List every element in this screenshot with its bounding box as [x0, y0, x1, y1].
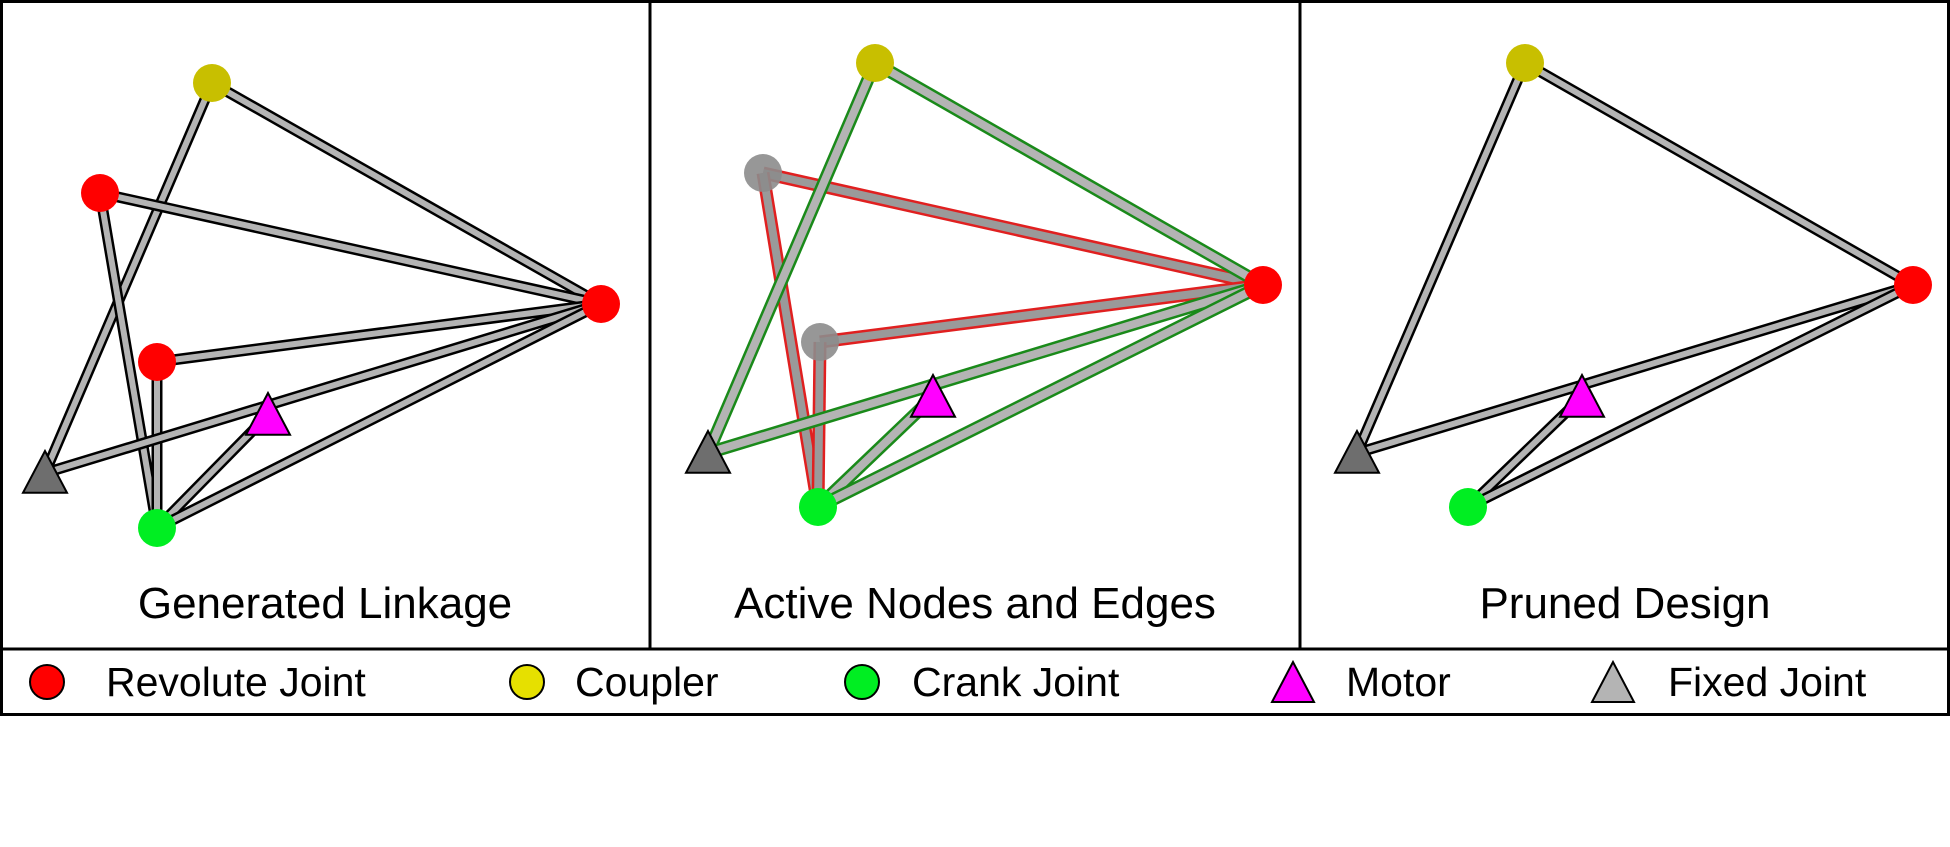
legend-label-revolute: Revolute Joint: [106, 659, 366, 705]
panel-title-pruned: Pruned Design: [1479, 579, 1770, 628]
link-r3-r2-fill: [819, 281, 1264, 346]
link-fixed-r2-fill: [706, 281, 1265, 457]
link-r3-r2: [819, 278, 1264, 349]
panel-pruned-nodes: [1333, 44, 1932, 526]
link-r1-crank-fill: [97, 192, 160, 529]
link-fixed-r2-fill: [1356, 282, 1914, 456]
figure-frame: [0, 0, 1950, 716]
revolute-joint-r2-icon: [582, 285, 620, 323]
link-r3-r2-fill: [156, 301, 602, 365]
panel-pruned-design: Pruned Design: [1333, 44, 1932, 628]
legend-item-motor: Motor: [1270, 659, 1451, 705]
legend-label-fixed: Fixed Joint: [1668, 659, 1867, 705]
panel-generated-linkage: Generated Linkage: [21, 64, 620, 628]
coupler-joint-coupler-icon: [193, 64, 231, 102]
panel-generated-nodes: [21, 64, 620, 547]
revolute-joint-r2-icon: [1244, 266, 1282, 304]
link-coupler-r2-fill: [873, 59, 1265, 289]
link-coupler-r2-fill: [1523, 60, 1915, 288]
revolute-joint-r3-icon: [138, 343, 176, 381]
link-r1-crank: [94, 192, 163, 529]
link-fixed-r2: [706, 278, 1265, 460]
panels-border: [0, 0, 1950, 716]
revolute-joint-r2-icon: [1894, 266, 1932, 304]
legend-label-coupler: Coupler: [575, 659, 719, 705]
link-coupler-fixed-fill: [1354, 61, 1528, 455]
link-coupler-fixed: [1351, 60, 1531, 456]
link-crank-r2-fill: [1466, 282, 1915, 510]
crank-joint-crank-icon: [799, 488, 837, 526]
link-coupler-fixed: [702, 60, 881, 456]
inactive-joint-r1-icon: [744, 154, 782, 192]
link-coupler-r2: [871, 57, 1267, 291]
motor-joint-motor-icon: [909, 372, 957, 418]
panel-title-active: Active Nodes and Edges: [734, 579, 1216, 628]
panel-title-generated: Generated Linkage: [138, 579, 512, 628]
legend-fixed-icon: [1590, 659, 1636, 703]
link-crank-r2-fill: [816, 281, 1265, 511]
panel-pruned-edges: [1351, 58, 1916, 512]
legend-label-motor: Motor: [1346, 659, 1451, 705]
legend-label-crank: Crank Joint: [912, 659, 1120, 705]
legend-item-crank: Crank Joint: [844, 659, 1120, 705]
fixed-joint-fixed-icon: [1333, 428, 1381, 474]
panel-generated-edges: [39, 78, 604, 533]
link-r1-r2-fill: [762, 169, 1264, 289]
motor-joint-motor-icon: [244, 390, 292, 436]
link-coupler-fixed-fill: [42, 81, 215, 475]
link-fixed-r2: [43, 298, 603, 479]
link-crank-r2: [815, 279, 1266, 513]
crank-joint-crank-icon: [1449, 488, 1487, 526]
link-fixed-r2-fill: [44, 301, 602, 476]
link-r1-r2: [98, 187, 603, 310]
link-fixed-r2: [1355, 279, 1915, 459]
link-r3-r2: [156, 298, 602, 368]
link-coupler-fixed: [39, 80, 218, 476]
motor-joint-motor-icon: [1558, 372, 1606, 418]
link-coupler-r2: [1522, 58, 1916, 290]
legend-item-revolute: Revolute Joint: [29, 659, 366, 705]
link-crank-r2: [1465, 280, 1916, 512]
link-coupler-fixed-fill: [704, 61, 879, 455]
legend: Revolute Joint Coupler Crank Joint Motor…: [29, 659, 1867, 705]
legend-revolute-icon: [29, 664, 65, 700]
fixed-joint-fixed-icon: [21, 448, 69, 494]
legend-motor-icon: [1270, 659, 1316, 703]
legend-item-fixed: Fixed Joint: [1590, 659, 1867, 705]
legend-crank-icon: [844, 664, 880, 700]
link-r1-r2: [761, 166, 1265, 292]
coupler-joint-coupler-icon: [1506, 44, 1544, 82]
panel-active-nodes-edges: Active Nodes and Edges: [684, 44, 1282, 628]
inactive-joint-r3-icon: [801, 323, 839, 361]
revolute-joint-r1-icon: [81, 174, 119, 212]
link-r1-crank: [756, 171, 825, 509]
link-r1-crank-fill: [759, 172, 822, 508]
link-crank-r2-fill: [155, 301, 603, 531]
link-r1-r2-fill: [99, 190, 602, 307]
crank-joint-crank-icon: [138, 509, 176, 547]
fixed-joint-fixed-icon: [684, 428, 732, 474]
panel-active-nodes: [684, 44, 1282, 526]
coupler-joint-coupler-icon: [856, 44, 894, 82]
legend-item-coupler: Coupler: [509, 659, 719, 705]
link-crank-r2: [154, 299, 604, 533]
link-coupler-r2-fill: [210, 80, 603, 307]
legend-coupler-icon: [509, 664, 545, 700]
panel-active-edges: [702, 57, 1267, 513]
link-coupler-r2: [209, 78, 604, 309]
